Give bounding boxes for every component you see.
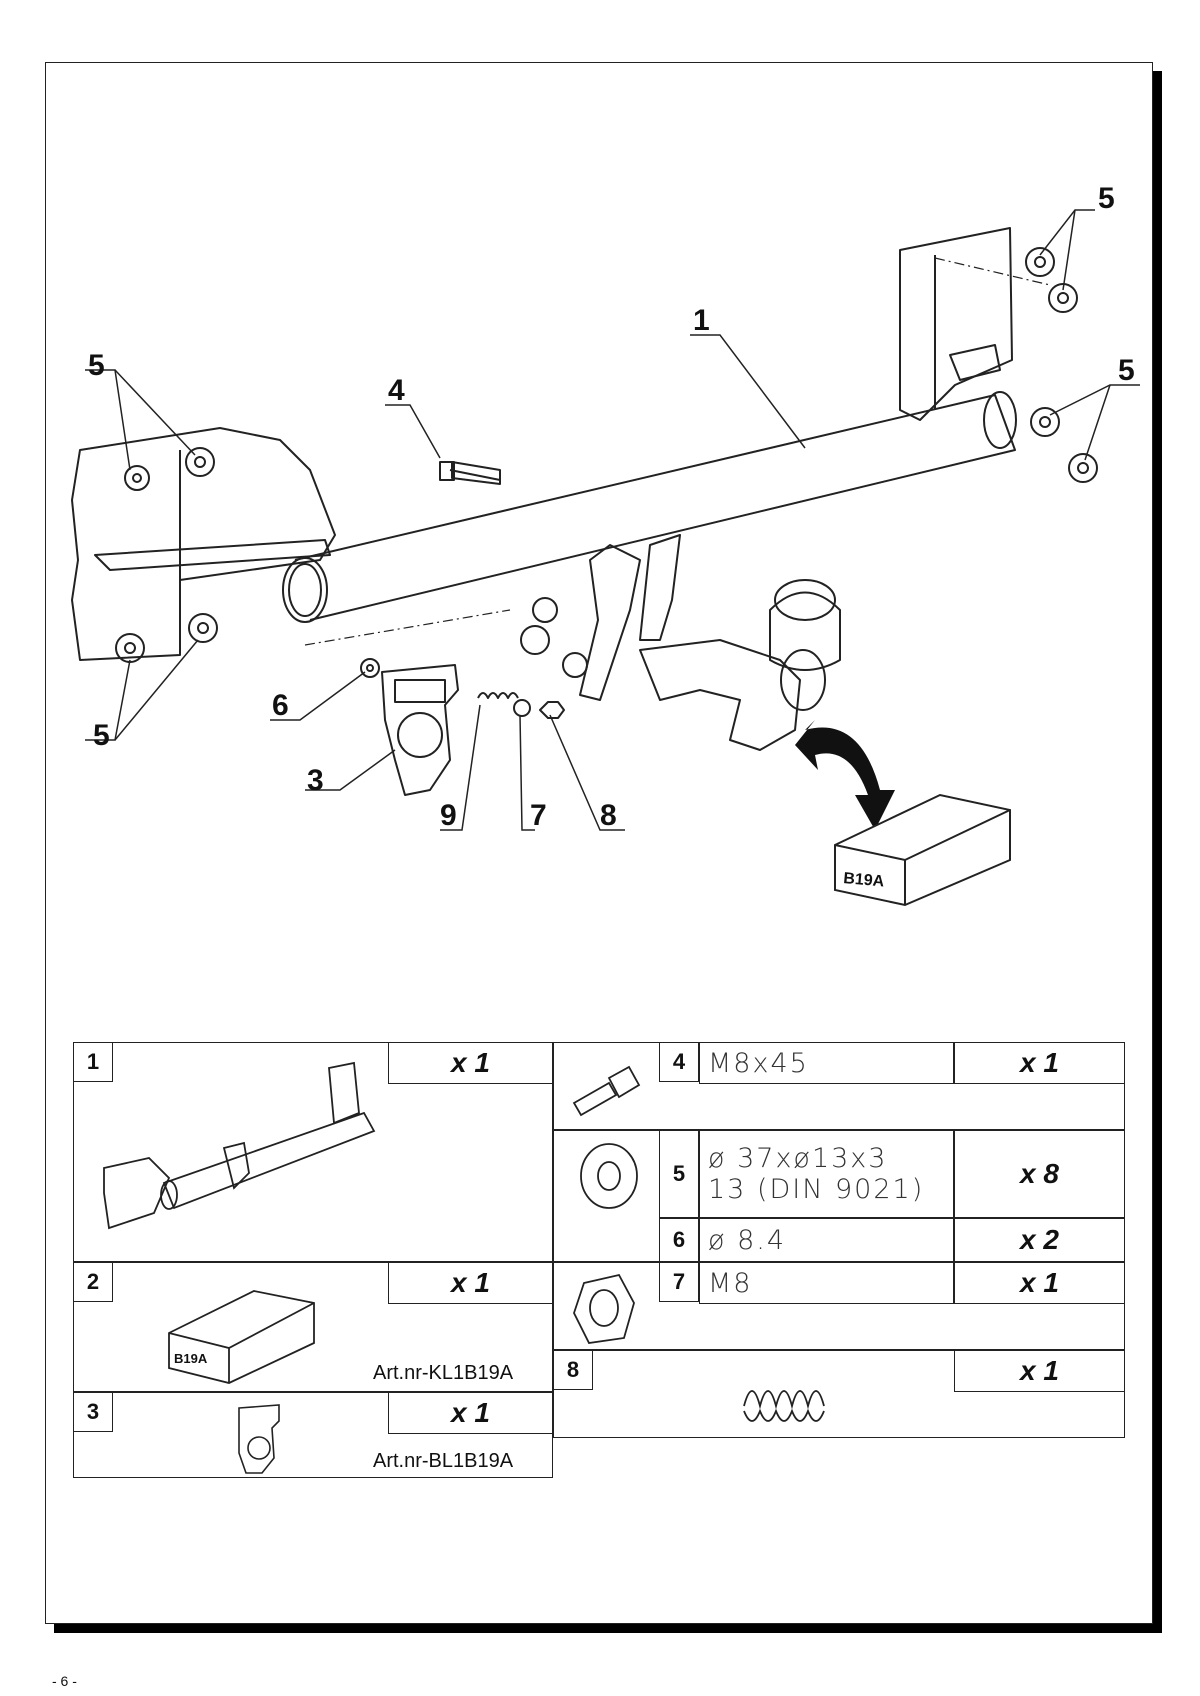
callout-1: 1 — [693, 304, 710, 337]
tube-end-left — [282, 557, 328, 623]
exploded-assembly-drawing: B19A 1 4 5 5 5 5 6 3 9 7 8 — [71, 182, 1140, 907]
part-5-number: 5 — [659, 1130, 699, 1218]
part-2-article: Art.nr-KL1B19A — [373, 1362, 514, 1384]
callout-3: 3 — [307, 764, 324, 797]
callout-6: 6 — [272, 689, 289, 722]
part-6-spec: ø 8.4 — [699, 1218, 954, 1262]
part-2-thumbnail: B19A — [168, 1290, 315, 1384]
left-bracket — [71, 427, 336, 661]
tow-ball-neck — [780, 649, 826, 711]
part-3-qty: x 1 — [388, 1392, 553, 1434]
part-3-number: 3 — [73, 1392, 113, 1432]
b19a-box — [834, 793, 1011, 907]
washer-icon — [580, 1143, 638, 1209]
hook-mount — [579, 544, 641, 701]
socket-plate — [381, 664, 459, 796]
part-3-article: Art.nr-BL1B19A — [373, 1450, 514, 1472]
part-5-spec: ø 37xø13x3 13 (DIN 9021) — [699, 1130, 954, 1218]
part-2-qty: x 1 — [388, 1262, 553, 1304]
part-1-number: 1 — [73, 1042, 113, 1082]
tow-ball — [769, 591, 841, 671]
callout-5-upper-right: 5 — [1098, 182, 1115, 215]
part-8-qty: x 1 — [954, 1350, 1125, 1392]
part-4-number: 4 — [659, 1042, 699, 1082]
part-5-spec-line1: ø 37xø13x3 — [708, 1143, 888, 1174]
page-number: - 6 - — [52, 1673, 77, 1689]
callout-8: 8 — [600, 799, 617, 832]
part-7-spec: M8 — [699, 1262, 954, 1304]
part-6-number: 6 — [659, 1218, 699, 1262]
bolt-icon — [572, 1065, 641, 1117]
callout-4: 4 — [388, 374, 405, 407]
tube-end-right — [983, 391, 1017, 449]
part-6-qty: x 2 — [954, 1218, 1125, 1262]
callout-5-upper-left: 5 — [88, 349, 105, 382]
part-5-qty: x 8 — [954, 1130, 1125, 1218]
right-bracket — [899, 227, 1013, 421]
spring-icon — [743, 1390, 825, 1422]
part-1-qty: x 1 — [388, 1042, 553, 1084]
part-7-number: 7 — [659, 1262, 699, 1302]
part-4-spec: M8x45 — [699, 1042, 954, 1084]
part-8-number: 8 — [553, 1350, 593, 1390]
bolt — [449, 461, 501, 485]
part-4-qty: x 1 — [954, 1042, 1125, 1084]
callout-9: 9 — [440, 799, 457, 832]
part-5-spec-line2: 13 (DIN 9021) — [708, 1174, 925, 1205]
part-7-qty: x 1 — [954, 1262, 1125, 1304]
tow-arm — [639, 639, 801, 751]
cross-tube — [294, 394, 1016, 621]
insert-arrow — [795, 720, 895, 830]
part-3-thumbnail — [238, 1404, 280, 1474]
box-label: B19A — [843, 870, 886, 891]
part-2-box-label: B19A — [174, 1351, 208, 1366]
callout-5-right: 5 — [1118, 354, 1135, 387]
nut-icon — [573, 1273, 635, 1344]
callout-7: 7 — [530, 799, 547, 832]
callout-5-lower-left: 5 — [93, 719, 110, 752]
part-1-thumbnail — [103, 1061, 376, 1230]
parts-list: 1 x 1 B19A 2 x 1 Art.nr-KL1B19A 3 x 1 Ar… — [73, 1042, 1125, 1478]
part-2-number: 2 — [73, 1262, 113, 1302]
